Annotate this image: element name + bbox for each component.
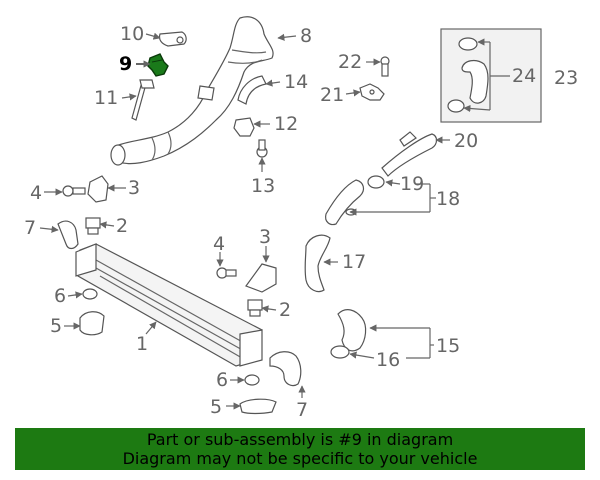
part-3-bracket-middle bbox=[245, 263, 277, 293]
callout-16: 16 bbox=[376, 349, 400, 371]
part-2-nut-upper bbox=[85, 217, 101, 235]
part-5-bracket-upper bbox=[79, 311, 105, 336]
callout-10: 10 bbox=[120, 23, 144, 45]
callout-9-highlighted: 9 bbox=[119, 53, 132, 75]
callout-20: 20 bbox=[454, 130, 478, 152]
callout-23: 23 bbox=[554, 67, 578, 89]
callout-8: 8 bbox=[300, 25, 312, 47]
callout-12: 12 bbox=[274, 113, 298, 135]
callout-21: 21 bbox=[320, 84, 344, 106]
part-3-bracket-left bbox=[87, 175, 109, 203]
part-4-bolt-middle bbox=[216, 267, 237, 279]
part-17-hose bbox=[304, 234, 331, 293]
part-8-upper-pipe bbox=[110, 16, 274, 166]
callout-11: 11 bbox=[94, 87, 118, 109]
part-11-rod bbox=[131, 79, 155, 121]
part-16-clamp bbox=[330, 345, 350, 359]
banner-line-1: Part or sub-assembly is #9 in diagram bbox=[146, 430, 454, 449]
callout-22: 22 bbox=[338, 51, 362, 73]
callout-14: 14 bbox=[284, 71, 308, 93]
callout-1: 1 bbox=[136, 333, 148, 355]
part-6-grommet-upper bbox=[82, 288, 98, 300]
callout-24: 24 bbox=[512, 65, 536, 87]
leader-lines bbox=[39, 32, 510, 410]
callout-7-lower: 7 bbox=[296, 399, 308, 421]
callout-13: 13 bbox=[251, 175, 275, 197]
callout-18: 18 bbox=[436, 188, 460, 210]
part-7-hose-left bbox=[57, 220, 79, 250]
part-19-clamp bbox=[367, 175, 385, 189]
part-5-bracket-lower bbox=[239, 398, 277, 415]
part-9-clip-highlighted bbox=[147, 53, 169, 77]
part-2-nut-lower bbox=[247, 299, 263, 317]
callout-7-upper: 7 bbox=[24, 217, 36, 239]
banner-line-2: Diagram may not be specific to your vehi… bbox=[122, 449, 478, 468]
callout-4-middle: 4 bbox=[213, 233, 225, 255]
part-21-bracket bbox=[359, 83, 385, 101]
part-15-hose bbox=[337, 309, 367, 352]
part-14-hose bbox=[237, 75, 267, 105]
part-notice-banner: Part or sub-assembly is #9 in diagram Di… bbox=[15, 428, 585, 470]
callout-5-upper: 5 bbox=[50, 315, 62, 337]
callout-labels: 10 9 11 8 22 21 14 12 13 24 23 20 19 18 … bbox=[24, 23, 578, 421]
part-22-bolt bbox=[380, 56, 390, 77]
callout-6-lower: 6 bbox=[216, 369, 228, 391]
part-1-intercooler bbox=[75, 243, 263, 367]
part-12-bracket bbox=[233, 117, 255, 137]
callout-3-middle: 3 bbox=[259, 226, 271, 248]
callout-19: 19 bbox=[400, 173, 424, 195]
callout-17: 17 bbox=[342, 251, 366, 273]
part-13-bolt bbox=[256, 139, 268, 158]
part-23-kit-box bbox=[440, 28, 542, 123]
callout-2-lower: 2 bbox=[279, 299, 291, 321]
part-10-bracket bbox=[158, 31, 187, 47]
part-4-bolt-left bbox=[62, 185, 86, 197]
callout-5-lower: 5 bbox=[210, 396, 222, 418]
part-18-hose bbox=[325, 179, 365, 226]
callout-6-upper: 6 bbox=[54, 285, 66, 307]
part-20-pipe bbox=[381, 131, 438, 177]
callout-15: 15 bbox=[436, 335, 460, 357]
part-6-grommet-lower bbox=[244, 374, 260, 386]
callout-4-upper: 4 bbox=[30, 182, 42, 204]
part-7-hose-lower bbox=[269, 351, 302, 387]
callout-2-upper: 2 bbox=[116, 215, 128, 237]
callout-3-upper: 3 bbox=[128, 177, 140, 199]
